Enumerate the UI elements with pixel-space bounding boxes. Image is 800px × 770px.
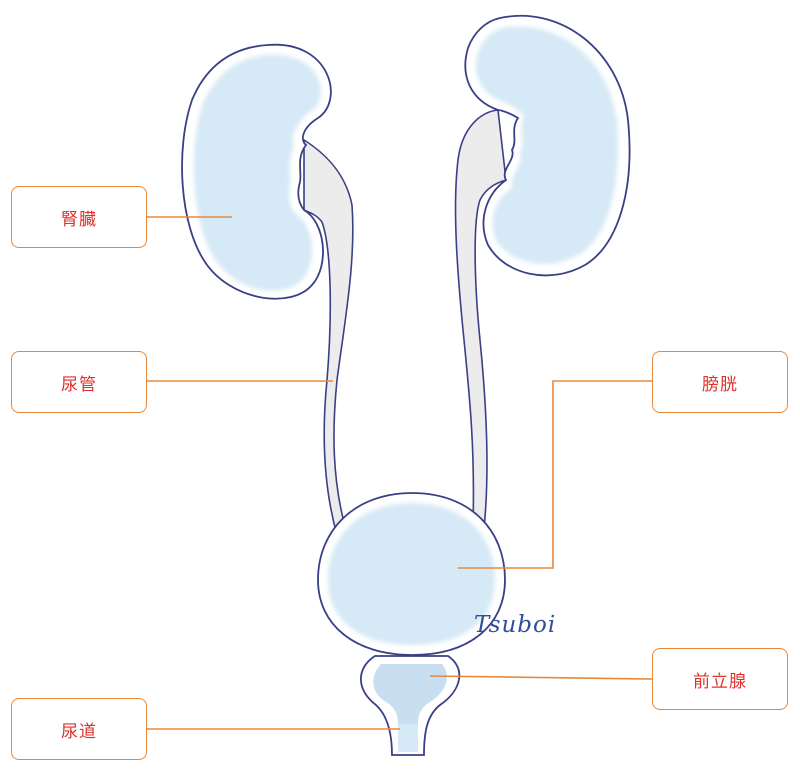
label-bladder-text: 膀胱 <box>702 374 738 395</box>
label-bladder: 膀胱 <box>652 351 788 413</box>
right-ureter <box>454 109 507 530</box>
label-urethra: 尿道 <box>11 698 147 760</box>
label-prostate: 前立腺 <box>652 648 788 710</box>
prostate <box>360 655 461 756</box>
left-ureter <box>303 138 354 537</box>
urethra <box>398 724 418 752</box>
leader-prostate <box>429 675 653 680</box>
right-kidney <box>464 14 631 277</box>
label-ureter-text: 尿管 <box>61 374 97 395</box>
left-kidney <box>181 44 332 300</box>
author-signature: Tsuboi <box>474 612 557 638</box>
label-kidney: 腎臓 <box>11 186 147 248</box>
label-kidney-text: 腎臓 <box>61 209 97 230</box>
leader-bladder <box>458 380 652 569</box>
label-urethra-text: 尿道 <box>61 721 97 742</box>
prostate-inner <box>373 664 447 724</box>
bladder <box>317 492 506 656</box>
label-ureter: 尿管 <box>11 351 147 413</box>
leader-lines <box>147 216 653 730</box>
label-prostate-text: 前立腺 <box>693 671 747 692</box>
